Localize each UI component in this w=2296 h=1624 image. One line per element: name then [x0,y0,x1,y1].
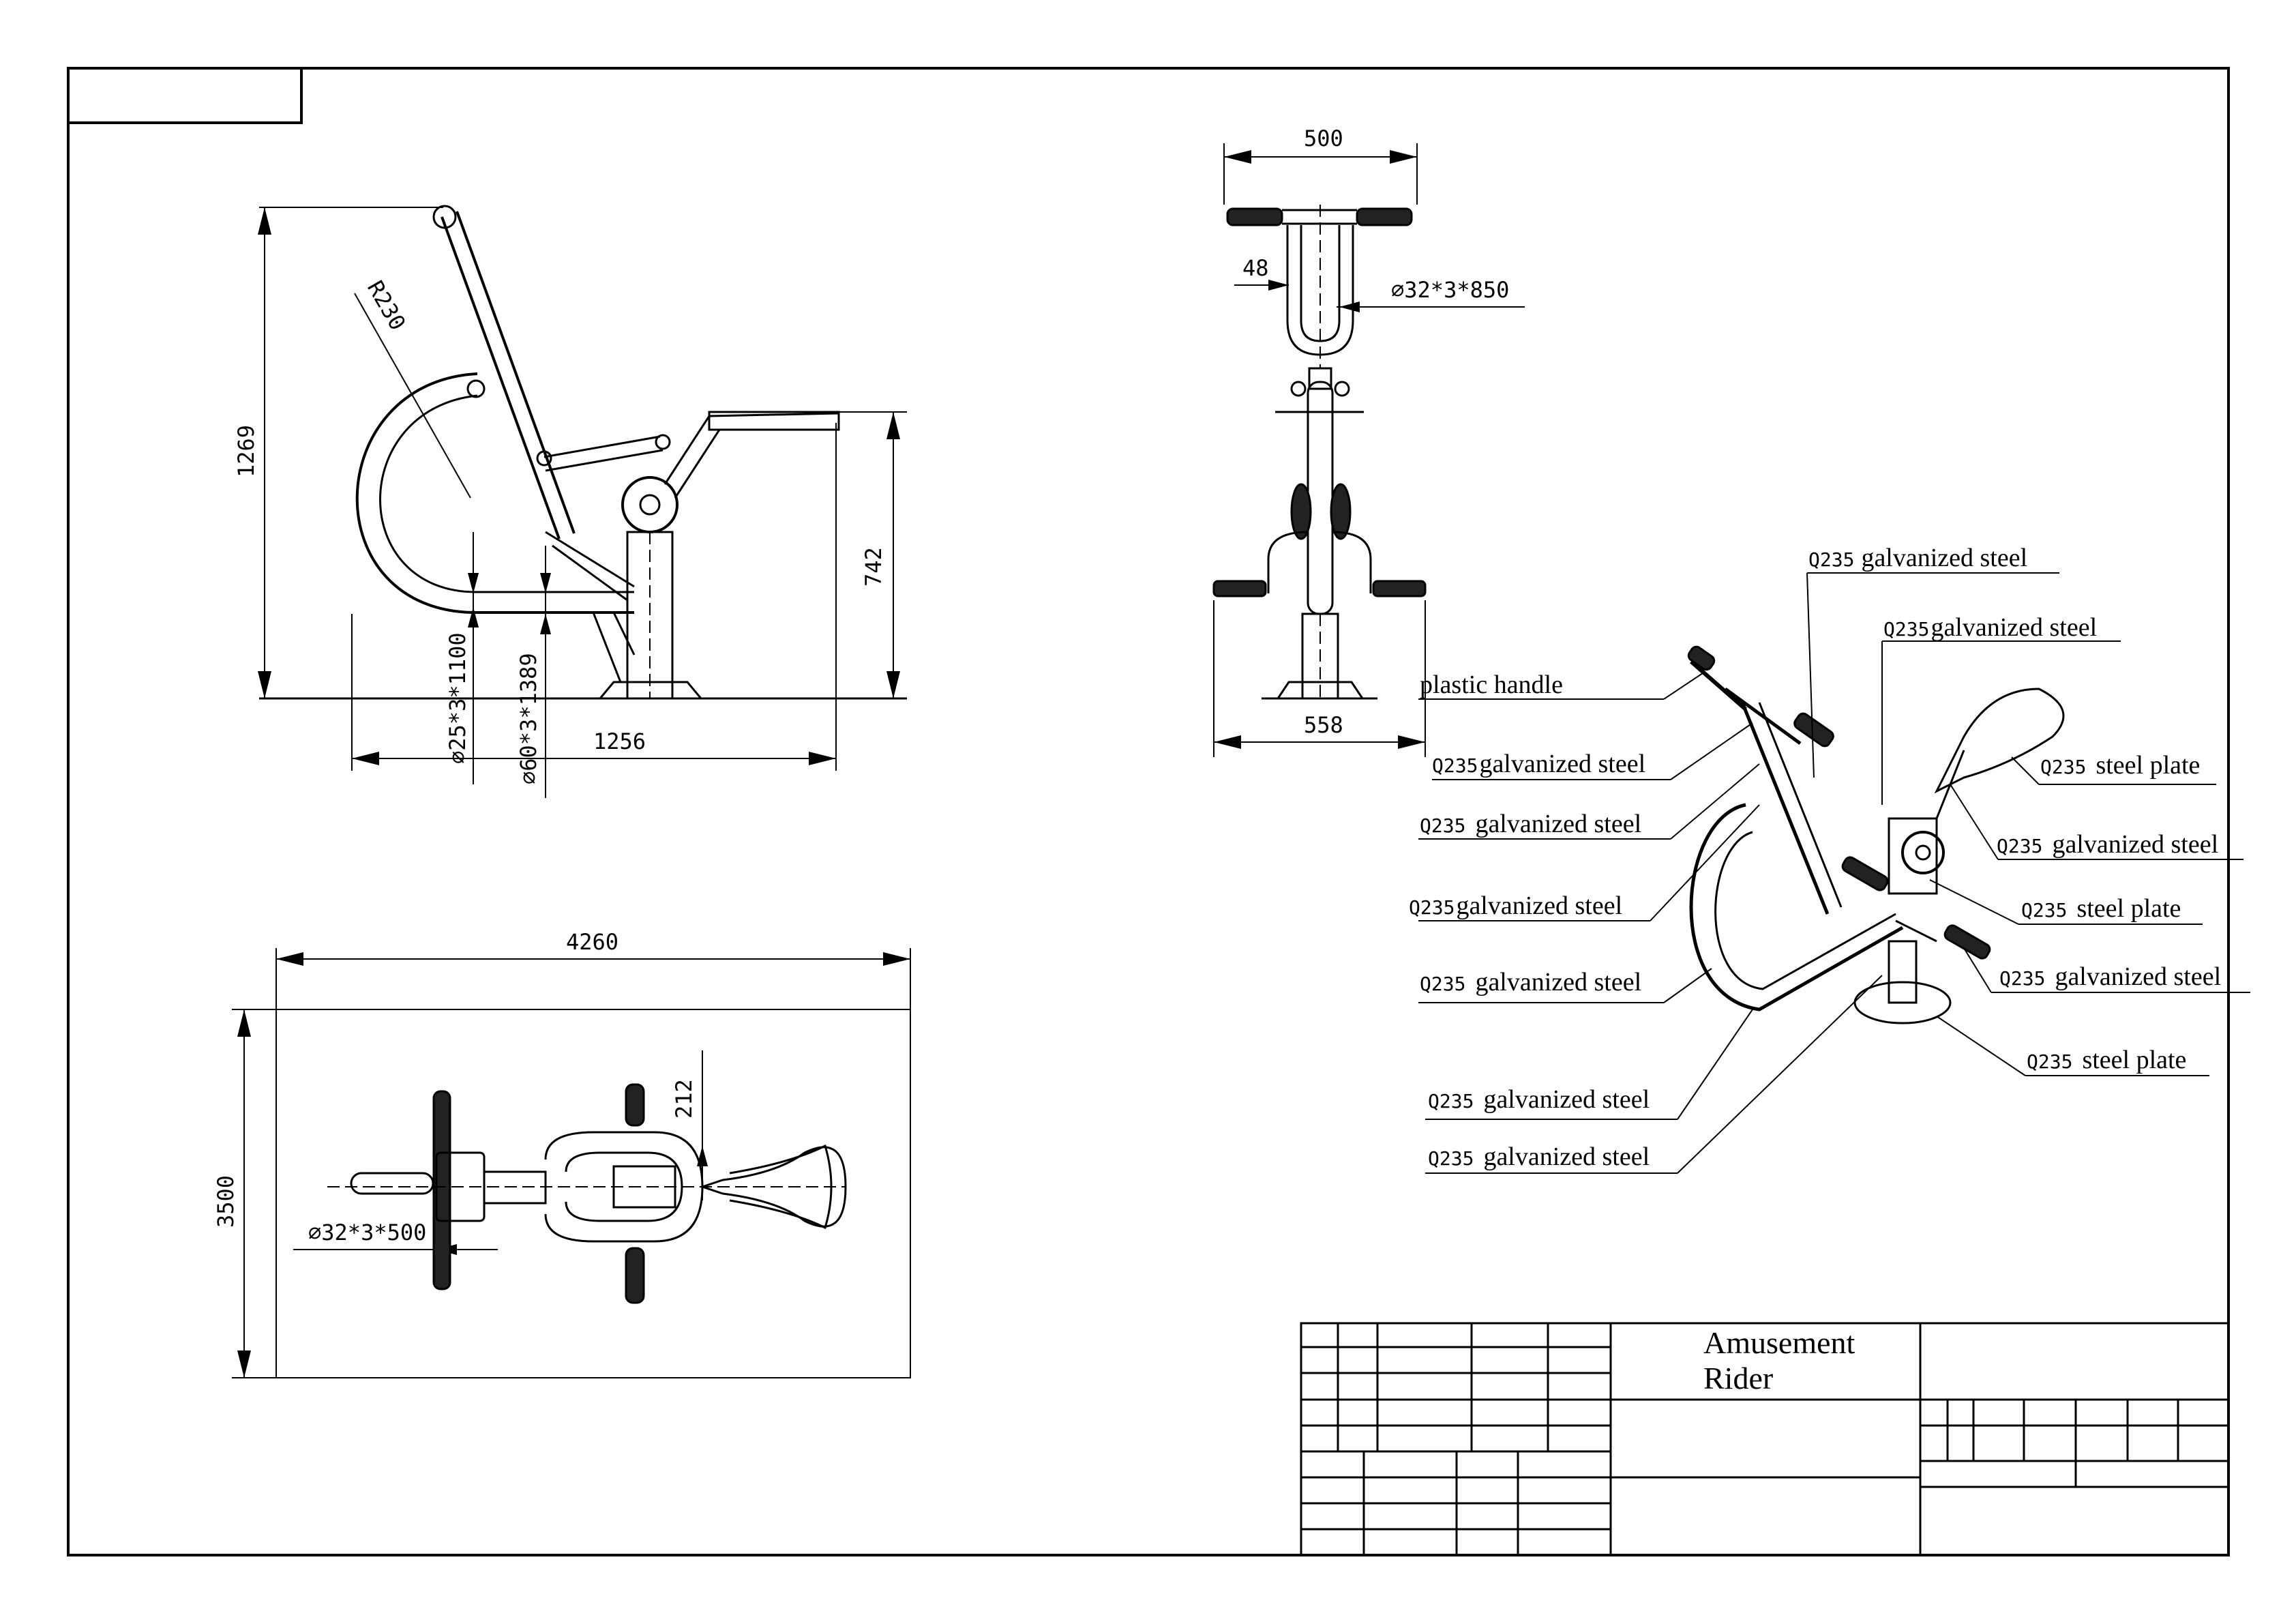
top-bar-pipe: ∅32*3*500 [308,1220,426,1245]
iso-label-4: Q235galvanized steel [1432,750,1645,778]
front-width-dim: 500 [1304,126,1343,151]
iso-label-2: Q235galvanized steel [1883,613,2097,642]
top-length-dim: 4260 [566,929,618,955]
side-seat-height-dim: 742 [861,547,886,587]
front-bar-pipe: ∅32*3*850 [1391,277,1509,303]
title-line-2: Rider [1703,1361,1773,1396]
top-view: 4260 3500 212 ∅32*3*500 [213,929,911,1378]
side-view: 1269 742 1256 ∅25*3*1100 ∅60*3*1389 R230 [233,205,907,798]
side-pipe-large: ∅60*3*1389 [516,653,541,784]
sheet-corner-tag [67,67,303,124]
iso-label-3: plastic handle [1420,670,1563,699]
top-seat-offset: 212 [671,1079,697,1119]
side-pipe-small: ∅25*3*1100 [445,632,471,764]
front-grip-gap: 48 [1242,255,1269,281]
isometric-view [1418,572,2250,1174]
title-block: Amusement Rider [1300,1322,2230,1556]
side-height-dim: 1269 [233,425,259,477]
sheet-frame [67,67,2230,1556]
front-view: 500 48 ∅32*3*850 [1212,126,1525,757]
front-base-dim: 558 [1304,712,1343,738]
top-width-dim: 3500 [213,1175,239,1228]
iso-label-6: Q235galvanized steel [1409,891,1622,920]
side-length-dim: 1256 [593,728,646,754]
side-radius: R230 [362,276,411,335]
title-line-1: Amusement [1703,1325,1855,1360]
